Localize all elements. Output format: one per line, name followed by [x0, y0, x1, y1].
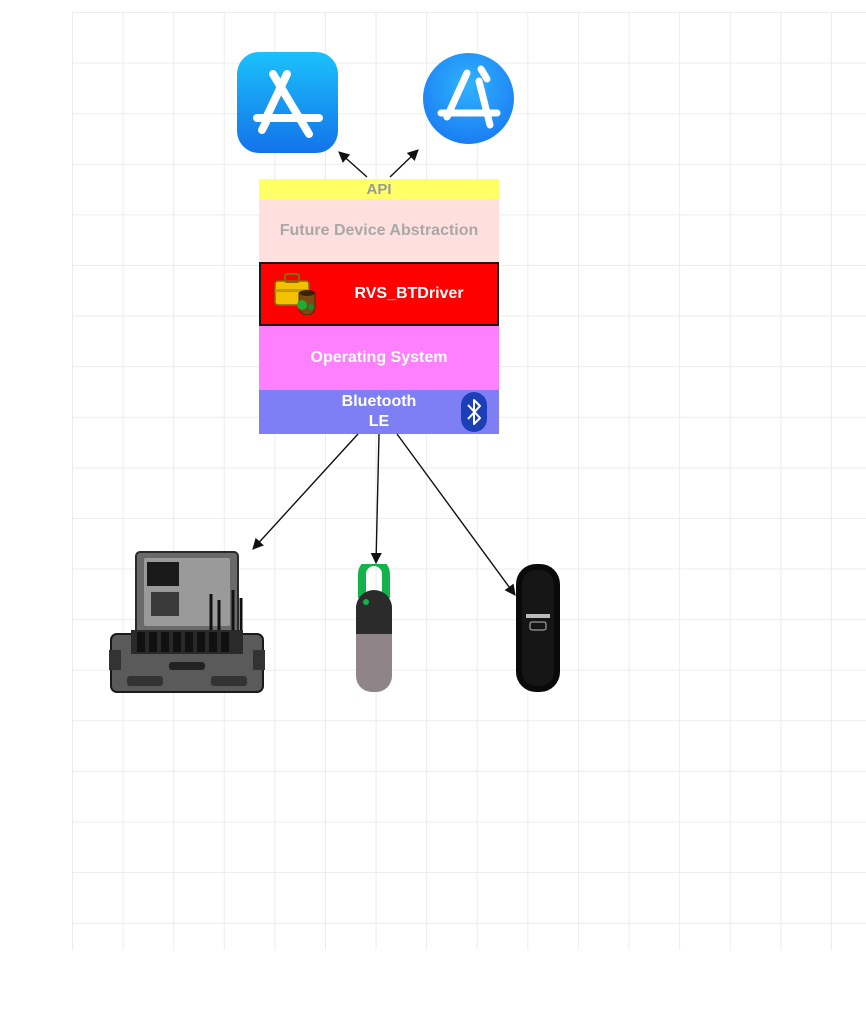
layer-operating-system: Operating System	[259, 326, 499, 390]
layer-os-label: Operating System	[310, 349, 448, 366]
layer-future-device-abstraction: Future Device Abstraction	[259, 199, 499, 262]
device-case-icon	[107, 550, 267, 700]
arrow-to-device-case	[252, 433, 359, 550]
app-store-icon	[237, 52, 338, 153]
layer-fda-label: Future Device Abstraction	[279, 221, 479, 239]
grid-canvas	[72, 12, 866, 950]
layer-driver-label: RVS_BTDriver	[354, 285, 464, 302]
layer-api: API	[259, 179, 499, 199]
bluetooth-icon	[461, 392, 487, 432]
layer-api-label: API	[366, 180, 392, 198]
arrow-to-app-store	[338, 151, 368, 178]
arrow-to-device-tag	[370, 433, 382, 565]
layer-bluetooth: Bluetooth LE	[259, 390, 499, 434]
toolbox-icon	[271, 269, 323, 316]
app-store-circle-icon	[423, 53, 514, 144]
arrow-to-app-store-circle	[389, 149, 419, 178]
arrow-to-device-band	[396, 433, 516, 596]
device-band-icon	[514, 562, 562, 699]
layer-bluetooth-label: Bluetooth LE	[341, 393, 417, 430]
